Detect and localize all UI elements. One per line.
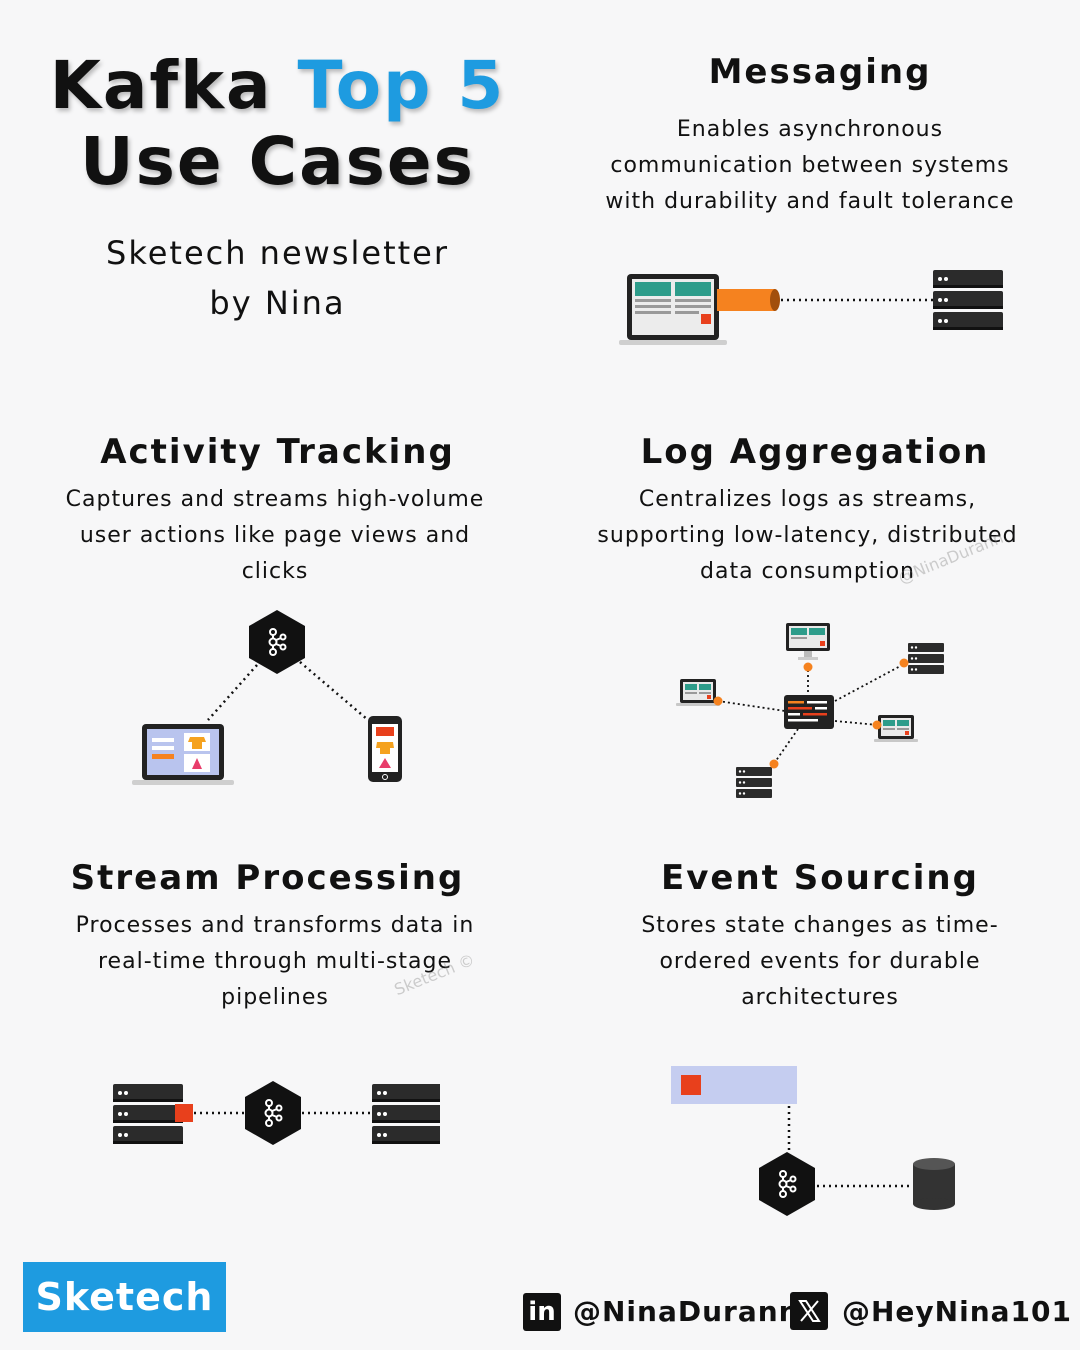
page-title: Kafka Top 5 Use Cases [0,48,555,200]
kafka-logo-icon [758,1151,816,1217]
stream-desc-line: pipelines [221,985,329,1010]
activity-tracking-description: Captures and streams high-volume user ac… [20,482,530,590]
events-desc-line: ordered events for durable [659,949,981,974]
event-sourcing-description: Stores state changes as time- ordered ev… [600,908,1040,1016]
logs-desc-line: Centralizes logs as streams, [638,487,977,512]
connection-line [834,720,879,726]
message-pipe-icon [717,289,780,311]
connection-line [772,728,799,766]
monitor-icon [786,623,830,660]
messaging-diagram [619,262,1015,345]
connection-line [299,661,369,721]
activity-tracking-diagram [132,609,402,785]
smartphone-icon [368,716,402,782]
messaging-title: Messaging [708,52,932,92]
messaging-desc-line: communication between systems [610,153,1010,178]
messaging-desc-line: with durability and fault tolerance [605,189,1015,214]
log-aggregation-title: Log Aggregation [640,432,990,472]
kafka-logo-icon [244,1080,302,1146]
log-aggregation-description: Centralizes logs as streams, supporting … [570,482,1045,590]
server-icon [113,1084,183,1144]
activity-tracking-title: Activity Tracking [100,432,455,472]
subtitle: Sketech newsletter by Nina [0,228,555,328]
event-block-icon [175,1104,193,1122]
stream-desc-line: real-time through multi-stage [98,949,452,974]
subtitle-line-2: by Nina [209,284,346,322]
connection-line [207,664,258,721]
server-icon [908,643,944,674]
kafka-logo-icon [248,609,306,675]
messaging-description: Enables asynchronous communication betwe… [560,112,1060,220]
title-line-1: Kafka Top 5 [0,48,555,124]
brand-logo: Sketech [23,1262,226,1332]
events-desc-line: architectures [741,985,899,1010]
stream-desc-line: Processes and transforms data in [75,913,475,938]
event-sourcing-title: Event Sourcing [661,858,979,898]
connection-line [717,700,786,712]
activity-desc-line: user actions like page views and [79,523,471,548]
title-line-2: Use Cases [80,123,475,200]
laptop-icon [676,679,720,706]
messaging-desc-line: Enables asynchronous [676,117,944,142]
database-icon [913,1158,955,1210]
title-accent: Top 5 [297,47,506,124]
event-queue-icon [671,1066,797,1104]
linkedin-handle[interactable]: @NinaDurann [573,1295,800,1328]
server-icon [933,270,1003,330]
laptop-icon [874,715,918,742]
event-sourcing-diagram [671,1066,955,1217]
events-desc-line: Stores state changes as time- [641,913,999,938]
laptop-icon [132,724,234,785]
logs-desc-line: supporting low-latency, distributed [597,523,1018,548]
stream-processing-title: Stream Processing [70,858,465,898]
activity-desc-line: Captures and streams high-volume [65,487,485,512]
laptop-icon [619,274,727,345]
activity-desc-line: clicks [241,559,309,584]
connection-line [834,662,907,702]
title-part-1: Kafka [49,47,273,124]
node-dots [713,658,909,769]
stream-processing-diagram [110,1080,440,1146]
log-console-icon [784,695,834,729]
logs-desc-line: data consumption [700,559,915,584]
x-icon[interactable] [790,1292,828,1330]
server-icon [736,767,772,798]
x-handle[interactable]: @HeyNina101 [842,1295,1072,1328]
server-icon [372,1084,440,1144]
log-aggregation-diagram [676,623,944,798]
linkedin-icon[interactable]: in [523,1293,561,1331]
stream-processing-description: Processes and transforms data in real-ti… [35,908,515,1016]
subtitle-line-1: Sketech newsletter [106,234,449,272]
